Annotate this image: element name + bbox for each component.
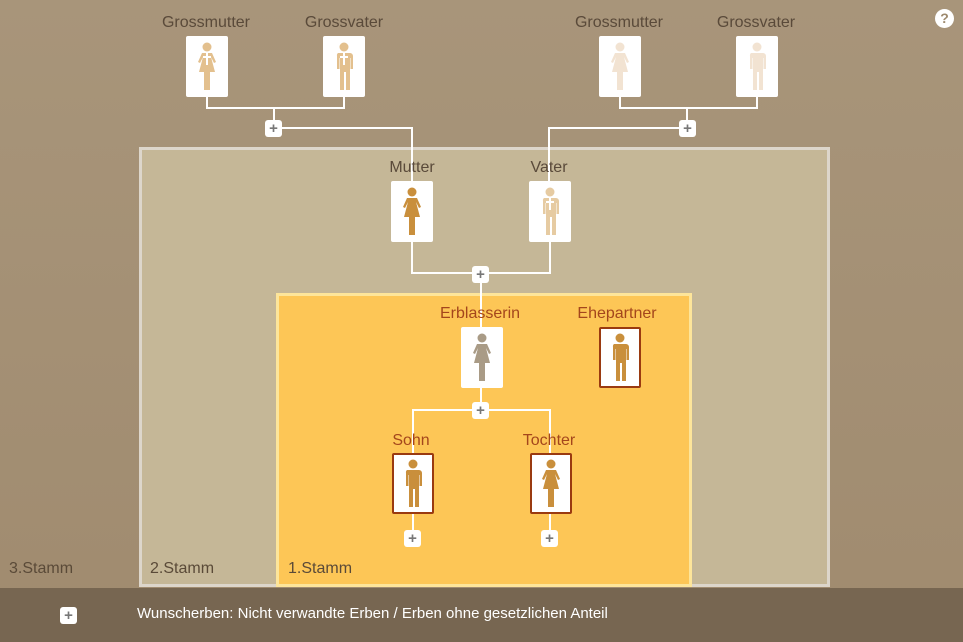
connector-line xyxy=(549,409,551,454)
connector-line xyxy=(412,514,414,534)
mother-card[interactable] xyxy=(391,181,433,242)
connector-line xyxy=(273,107,275,121)
spouse-card[interactable] xyxy=(599,327,641,388)
maternal-grandfather-label: Grossvater xyxy=(716,14,796,31)
paternal-grandfather-card[interactable] xyxy=(323,36,365,97)
connector-line xyxy=(548,127,550,181)
paternal-grandfather-label: Grossvater xyxy=(304,14,384,31)
man-deceased-icon xyxy=(535,187,565,237)
man-icon xyxy=(742,42,772,92)
connector-line xyxy=(756,96,758,109)
woman-icon xyxy=(605,42,635,92)
connector-line xyxy=(411,241,413,274)
son-card[interactable] xyxy=(392,453,434,514)
connector-line xyxy=(480,388,482,408)
add-sibling-button[interactable]: + xyxy=(472,266,489,283)
paternal-grandmother-card[interactable] xyxy=(186,36,228,97)
connector-line xyxy=(480,280,482,328)
add-child-button[interactable]: + xyxy=(472,402,489,419)
father-label: Vater xyxy=(530,159,568,176)
connector-line xyxy=(206,107,345,109)
connector-line xyxy=(619,96,621,109)
desired-heirs-label[interactable]: Wunscherben: Nicht verwandte Erben / Erb… xyxy=(137,605,608,622)
connector-line xyxy=(206,96,208,109)
add-grandchild-daughter-button[interactable]: + xyxy=(541,530,558,547)
add-desired-heir-button[interactable]: + xyxy=(60,607,77,624)
connector-line xyxy=(549,241,551,274)
man-deceased-icon xyxy=(329,42,359,92)
deceased-person-card[interactable] xyxy=(461,327,503,388)
maternal-grandmother-card[interactable] xyxy=(599,36,641,97)
woman-icon xyxy=(536,459,566,509)
deceased-person-label: Erblasserin xyxy=(439,305,521,322)
stamm-3-label: 3.Stamm xyxy=(9,560,74,577)
stamm-1-label: 1.Stamm xyxy=(288,560,353,577)
connector-line xyxy=(549,514,551,534)
son-label: Sohn xyxy=(392,432,430,449)
connector-line xyxy=(686,107,688,121)
woman-icon xyxy=(467,333,497,383)
man-icon xyxy=(605,333,635,383)
stamm-2-label: 2.Stamm xyxy=(150,560,215,577)
paternal-grandmother-label: Grossmutter xyxy=(161,14,250,31)
add-grandchild-son-button[interactable]: + xyxy=(404,530,421,547)
footer-bar: + Wunscherben: Nicht verwandte Erben / E… xyxy=(0,588,963,642)
daughter-label: Tochter xyxy=(522,432,576,449)
maternal-grandfather-card[interactable] xyxy=(736,36,778,97)
connector-line xyxy=(619,107,758,109)
maternal-grandmother-label: Grossmutter xyxy=(574,14,663,31)
woman-icon xyxy=(397,187,427,237)
mother-label: Mutter xyxy=(389,159,435,176)
connector-line xyxy=(343,96,345,109)
man-icon xyxy=(398,459,428,509)
connector-line xyxy=(411,127,413,181)
help-icon[interactable]: ? xyxy=(935,9,954,28)
father-card[interactable] xyxy=(529,181,571,242)
connector-line xyxy=(548,127,680,129)
woman-deceased-icon xyxy=(192,42,222,92)
spouse-label: Ehepartner xyxy=(577,305,657,322)
add-sibling-paternal-button[interactable]: + xyxy=(265,120,282,137)
daughter-card[interactable] xyxy=(530,453,572,514)
add-sibling-maternal-button[interactable]: + xyxy=(679,120,696,137)
connector-line xyxy=(412,409,414,454)
connector-line xyxy=(282,127,413,129)
